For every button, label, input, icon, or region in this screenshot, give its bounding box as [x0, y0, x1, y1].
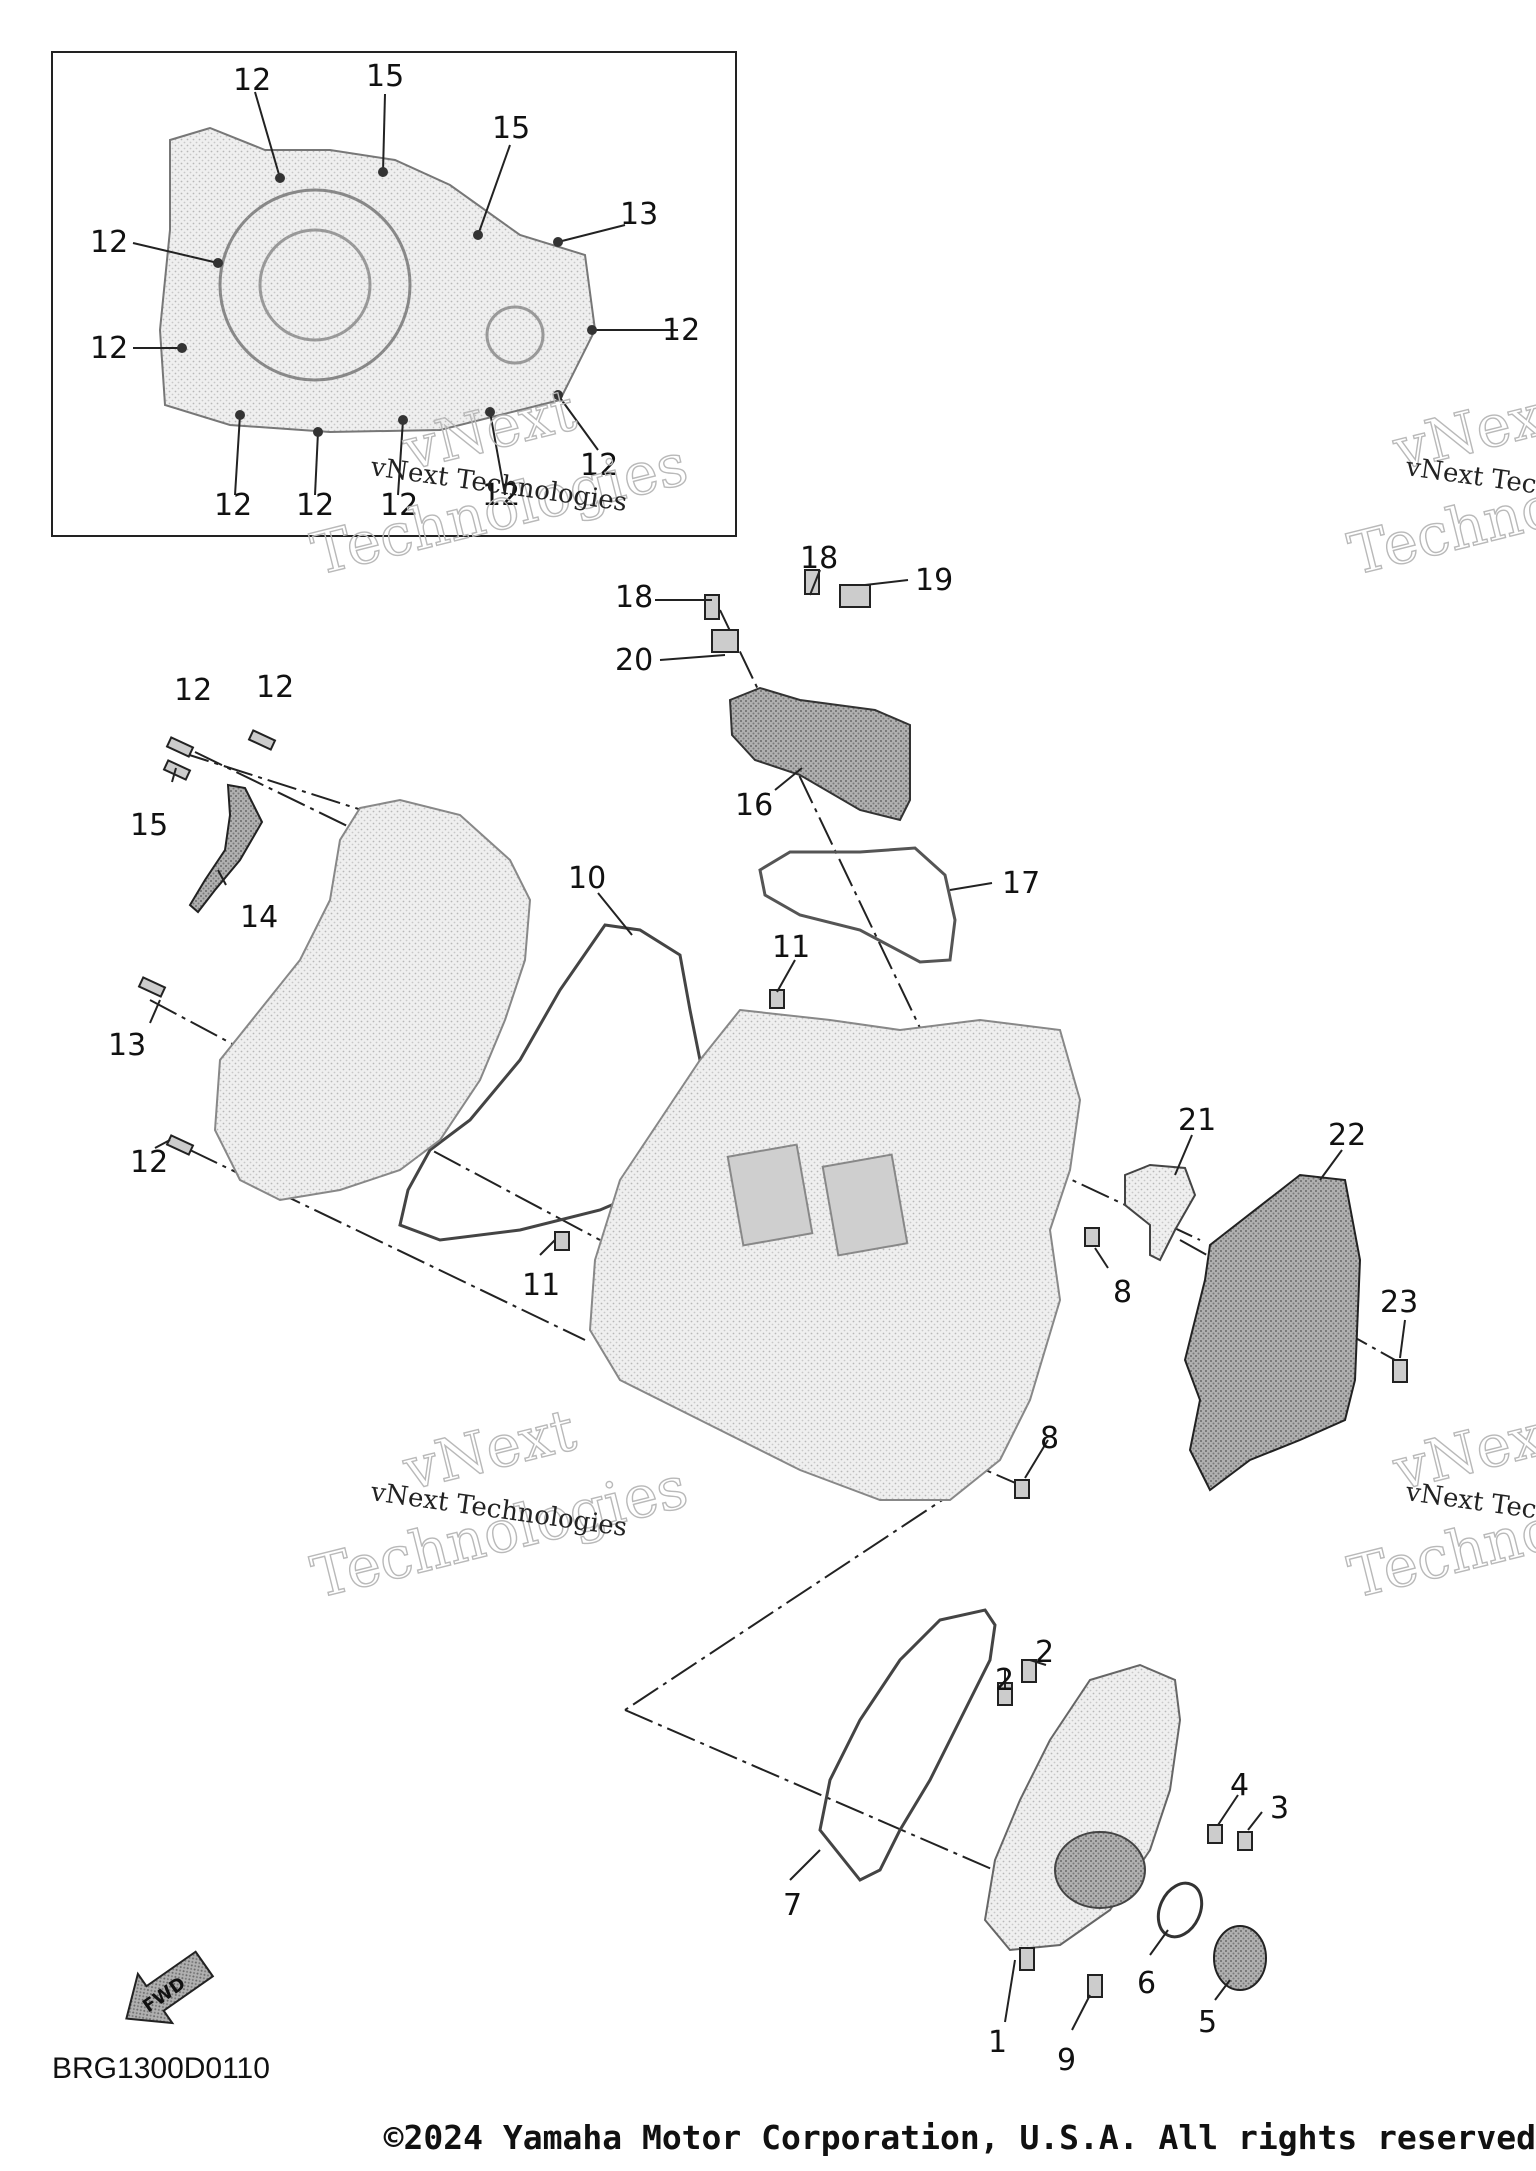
fwd-arrow-icon: FWD: [125, 1950, 215, 2025]
callout-8: 8: [1040, 1421, 1059, 1456]
callout-leaders: [149, 569, 1406, 2031]
crankcase-body: [588, 1008, 1082, 1501]
callout-15: 15: [130, 808, 168, 843]
callout-18: 18: [615, 580, 653, 615]
callout-8: 8: [1113, 1275, 1132, 1310]
callout-10: 10: [568, 861, 606, 896]
inset-label: 13: [620, 197, 658, 232]
callout-12: 12: [256, 670, 294, 705]
inset-label: 12: [90, 225, 128, 260]
inset-label: 12: [482, 478, 520, 513]
part-22-sprocket-cover: [1183, 1173, 1362, 1492]
callout-12: 12: [130, 1145, 168, 1180]
callout-5: 5: [1198, 2005, 1217, 2040]
callout-numbers: 18 18 19 20 16 17 11 10 12 12 15 14 13 1…: [108, 541, 1418, 2078]
callout-18: 18: [800, 541, 838, 576]
part-16-cover: [728, 686, 911, 822]
inset-label: 12: [296, 488, 334, 523]
callout-1: 1: [988, 2025, 1007, 2060]
callout-21: 21: [1178, 1103, 1216, 1138]
callout-17: 17: [1002, 866, 1040, 901]
callout-11: 11: [772, 930, 810, 965]
callout-19: 19: [915, 563, 953, 598]
callout-9: 9: [1057, 2043, 1076, 2078]
callout-23: 23: [1380, 1285, 1418, 1320]
part-5-cap: [1213, 1925, 1267, 1991]
callout-20: 20: [615, 643, 653, 678]
callout-3: 3: [1270, 1791, 1289, 1826]
inset-view: 12 15 15 13 12 12 12 12 12 12 12 12: [51, 51, 737, 537]
part-21-bracket: [1124, 1163, 1197, 1262]
copyright-notice: ©2024 Yamaha Motor Corporation, U.S.A. A…: [383, 2118, 1536, 2157]
inset-label: 12: [214, 488, 252, 523]
part-1-generator-cover: [983, 1663, 1182, 1952]
diagram-code: BRG1300D0110: [52, 2052, 270, 2085]
callout-7: 7: [783, 1888, 802, 1923]
callout-2: 2: [1035, 1635, 1054, 1670]
callout-4: 4: [1230, 1768, 1249, 1803]
left-crankcase-cover: [213, 798, 532, 1202]
callout-22: 22: [1328, 1118, 1366, 1153]
inset-label: 12: [380, 488, 418, 523]
callout-11: 11: [522, 1268, 560, 1303]
inset-label: 15: [492, 111, 530, 146]
part-10-gasket: [398, 923, 702, 1242]
inset-label: 12: [233, 63, 271, 98]
callout-16: 16: [735, 788, 773, 823]
callout-2: 2: [995, 1663, 1014, 1698]
inset-label: 15: [366, 59, 404, 94]
callout-12: 12: [174, 673, 212, 708]
part-14-bracket: [188, 783, 264, 914]
callout-6: 6: [1137, 1966, 1156, 2001]
inset-label: 12: [662, 313, 700, 348]
part-6-o-ring: [1156, 1881, 1204, 1939]
inset-label: 12: [90, 331, 128, 366]
part-7-gasket: [818, 1608, 997, 1882]
inset-label: 12: [580, 448, 618, 483]
part-17-gasket: [758, 846, 957, 964]
callout-14: 14: [240, 900, 278, 935]
callout-13: 13: [108, 1028, 146, 1063]
